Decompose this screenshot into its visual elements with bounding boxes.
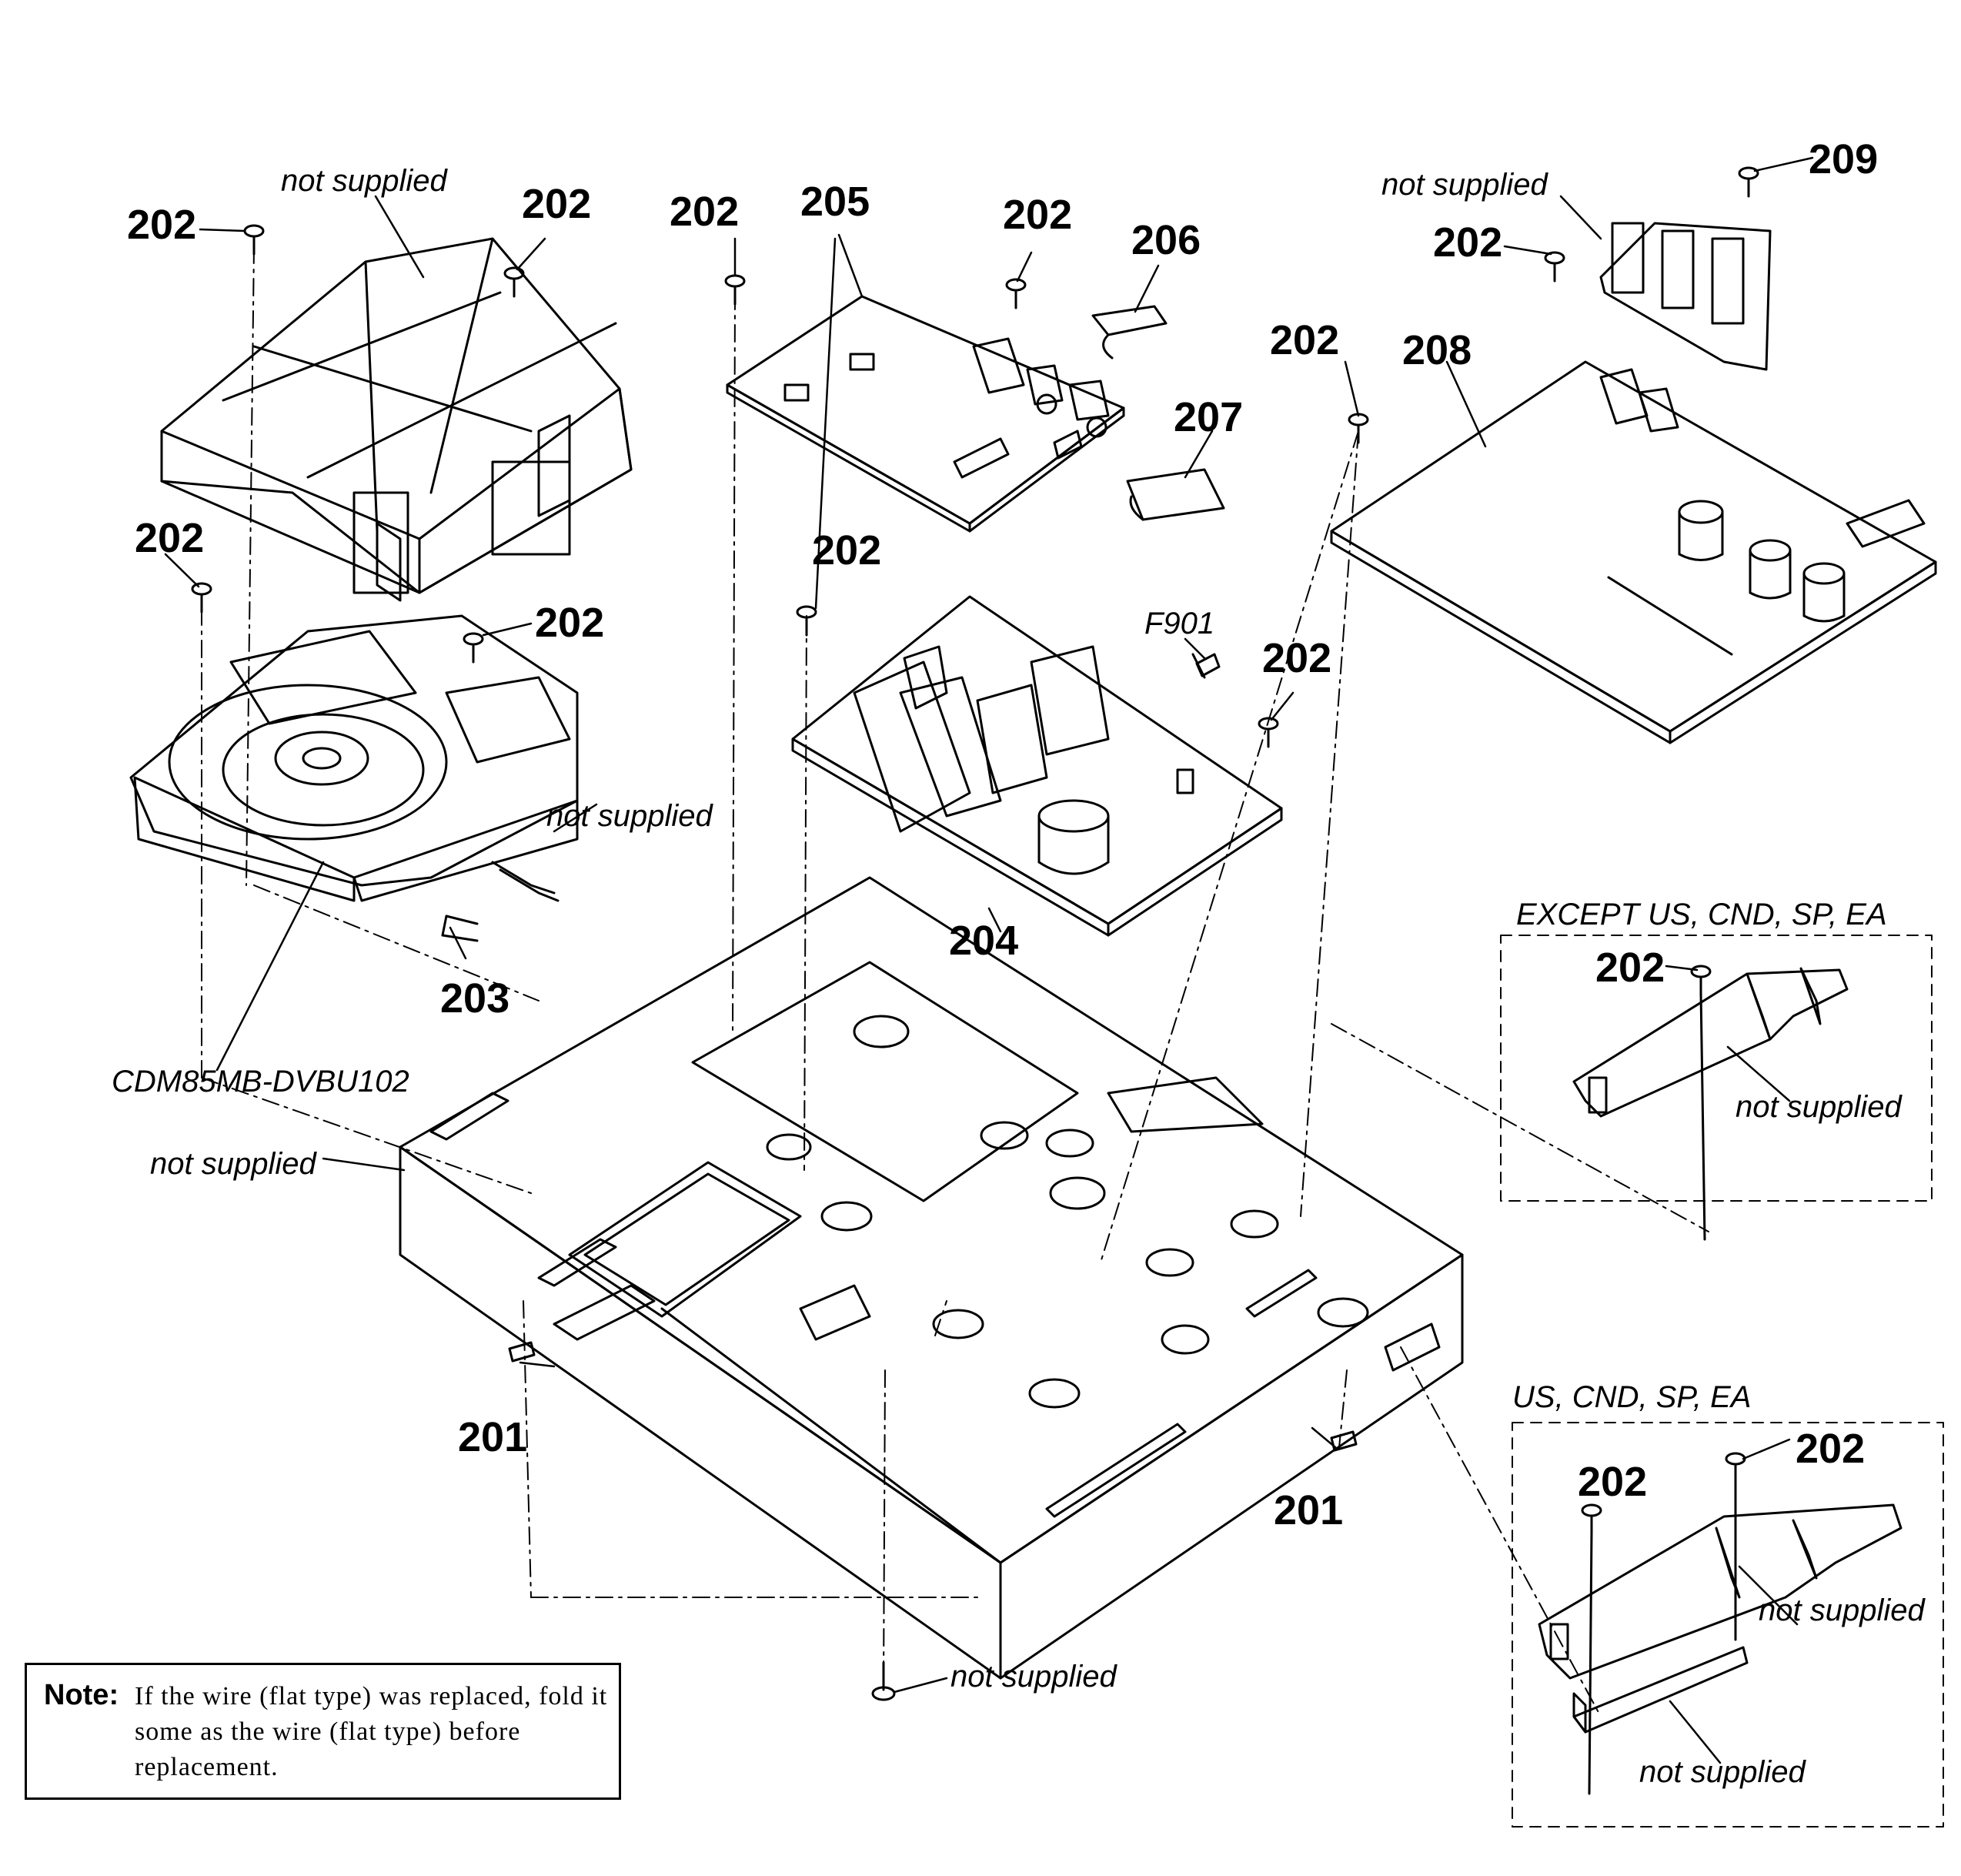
except-region-title: EXCEPT US, CND, SP, EA xyxy=(1516,898,1887,931)
screw-202 xyxy=(1581,1503,1602,1535)
leader-lines xyxy=(164,156,1814,1764)
part-number-201: 201 xyxy=(1274,1487,1344,1533)
screw-209 xyxy=(1738,166,1759,198)
flat-wire-206 xyxy=(1091,305,1168,359)
screw-202 xyxy=(1725,1452,1746,1483)
part-number-202: 202 xyxy=(1578,1459,1648,1505)
flat-wire-207 xyxy=(1126,468,1225,521)
part-number-202: 202 xyxy=(1433,219,1503,266)
part-number-208: 208 xyxy=(1402,327,1472,373)
screw-202 xyxy=(1690,965,1712,996)
part-number-202: 202 xyxy=(1262,635,1332,681)
main-chassis-part xyxy=(399,876,1464,1680)
part-number-201: 201 xyxy=(458,1414,528,1460)
board-205-part xyxy=(726,295,1125,533)
us-region-title: US, CND, SP, EA xyxy=(1512,1380,1752,1414)
cd-mechanism-label: CDM85MB-DVBU102 xyxy=(112,1065,409,1099)
screw-202 xyxy=(463,632,484,664)
part-number-202: 202 xyxy=(670,189,740,235)
part-number-206: 206 xyxy=(1131,217,1201,263)
top-cover-part xyxy=(160,237,633,602)
part-number-204: 204 xyxy=(949,918,1019,964)
part-number-202: 202 xyxy=(1796,1426,1866,1472)
part-number-203: 203 xyxy=(440,975,510,1022)
screw-202 xyxy=(1005,278,1027,309)
part-number-202: 202 xyxy=(127,202,197,248)
cd-mechanism-part xyxy=(129,614,579,942)
board-204-part xyxy=(791,595,1283,937)
not-supplied-label: not supplied xyxy=(1381,168,1548,202)
foot-201-parts xyxy=(508,1341,1358,1452)
not-supplied-label: not supplied xyxy=(950,1660,1117,1694)
screw-202 xyxy=(1544,251,1565,283)
part-number-205: 205 xyxy=(800,179,870,225)
not-supplied-label: not supplied xyxy=(1759,1593,1925,1627)
fuse-f901-part xyxy=(1195,653,1221,677)
board-208-part xyxy=(1330,360,1937,744)
part-number-202: 202 xyxy=(1270,317,1340,363)
note-label: Note: xyxy=(44,1679,119,1711)
not-supplied-label: not supplied xyxy=(281,164,447,198)
terminal-209-part xyxy=(1599,222,1772,371)
not-supplied-label: not supplied xyxy=(150,1147,316,1181)
except-region-box xyxy=(1500,935,1933,1241)
screw-202-parts xyxy=(191,166,1759,1701)
part-number-209: 209 xyxy=(1809,136,1879,182)
screw-202 xyxy=(724,274,746,306)
not-supplied-label: not supplied xyxy=(1639,1755,1806,1789)
screw-202 xyxy=(1348,413,1369,444)
part-number-202: 202 xyxy=(535,600,605,646)
alignment-lines xyxy=(201,246,1709,1717)
not-supplied-label: not supplied xyxy=(1736,1090,1902,1124)
screw-202 xyxy=(1258,717,1279,748)
screw-bottom xyxy=(871,1661,896,1701)
screw-202 xyxy=(503,266,525,298)
part-number-202: 202 xyxy=(1595,945,1665,991)
part-number-207: 207 xyxy=(1174,394,1244,440)
part-number-202: 202 xyxy=(812,527,882,574)
note-text: If the wire (flat type) was replaced, fo… xyxy=(135,1682,608,1781)
screw-202 xyxy=(191,582,212,614)
screw-202 xyxy=(796,605,817,637)
note-box: Note: If the wire (flat type) was replac… xyxy=(25,1663,621,1800)
fuse-label: F901 xyxy=(1144,607,1215,640)
part-number-202: 202 xyxy=(135,515,205,561)
part-number-202: 202 xyxy=(522,181,592,227)
not-supplied-label: not supplied xyxy=(546,799,713,833)
screw-202 xyxy=(243,224,265,256)
us-region-box xyxy=(1512,1422,1944,1828)
part-number-202: 202 xyxy=(1003,192,1073,238)
